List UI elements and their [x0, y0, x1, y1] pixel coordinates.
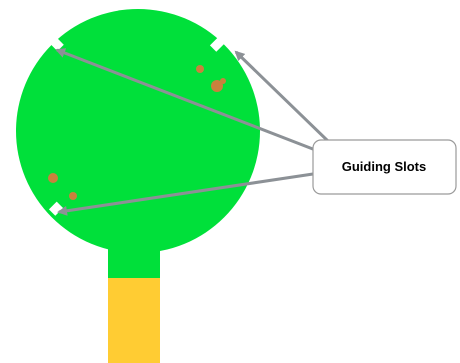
via-hole: [196, 65, 204, 73]
via-hole: [69, 192, 77, 200]
trace-tail: [108, 276, 160, 363]
arrow-to-bottom-left-slot: [57, 172, 314, 216]
guiding-slot-bottom-left: [48, 201, 64, 216]
callout-box: [312, 139, 457, 195]
arrow-to-top-left-slot: [55, 48, 319, 153]
guiding-slot-top-left: [49, 36, 64, 52]
callout-label: Guiding Slots: [342, 159, 427, 174]
via-hole: [48, 173, 58, 183]
guiding-slot-top-right: [209, 37, 225, 52]
via-hole: [220, 78, 226, 84]
via-hole: [211, 80, 223, 92]
arrow-to-top-right-slot: [234, 50, 332, 145]
